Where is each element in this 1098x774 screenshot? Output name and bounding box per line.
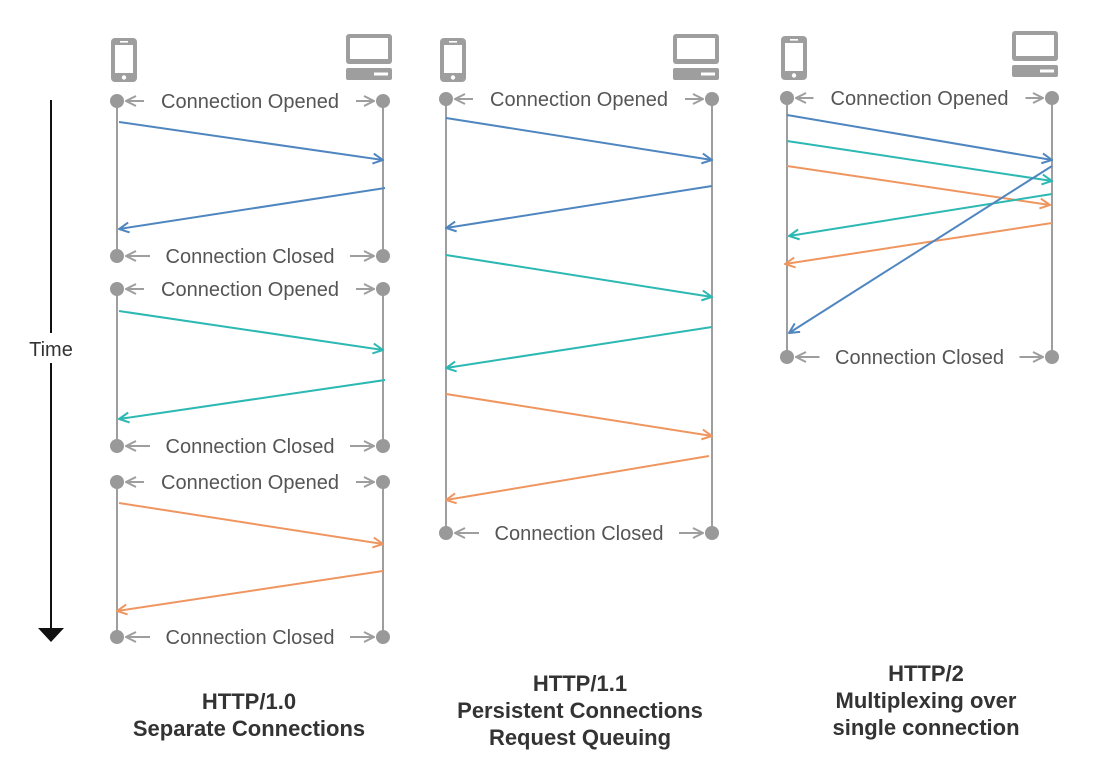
client-connection-dot	[110, 475, 124, 489]
blue-response-arrow	[789, 165, 1053, 333]
connection-opened-label: Connection Opened	[831, 88, 1009, 110]
connection-closed-label: Connection Closed	[495, 523, 664, 545]
server-connection-dot	[1045, 350, 1059, 364]
teal-response-arrow	[446, 326, 713, 368]
server-connection-dot	[376, 94, 390, 108]
caption-line: single connection	[832, 715, 1020, 740]
time-axis-label: Time	[29, 339, 73, 361]
server-connection-dot	[1045, 91, 1059, 105]
server-connection-dot	[376, 439, 390, 453]
caption-line: Request Queuing	[488, 725, 672, 750]
server-connection-dot	[376, 249, 390, 263]
caption-http11: HTTP/1.1 Persistent Connections Request …	[420, 670, 740, 751]
caption-line: HTTP/1.1	[532, 671, 628, 696]
caption-line: HTTP/2	[888, 661, 964, 686]
blue-response-arrow	[119, 187, 386, 229]
orange-request-arrow	[445, 393, 712, 436]
server-connection-dot	[376, 475, 390, 489]
client-connection-dot	[110, 439, 124, 453]
orange-request-arrow	[786, 165, 1050, 205]
client-connection-dot	[110, 282, 124, 296]
client-connection-dot	[439, 526, 453, 540]
connection-closed-label: Connection Closed	[166, 246, 335, 268]
caption-line: Persistent Connections	[457, 698, 703, 723]
caption-http2: HTTP/2 Multiplexing over single connecti…	[766, 660, 1086, 741]
teal-request-arrow	[445, 254, 712, 297]
time-axis-label-bg	[26, 333, 78, 363]
device-icons-layer	[111, 31, 1058, 82]
caption-line: Multiplexing over	[835, 688, 1017, 713]
phone-icon	[781, 36, 807, 80]
messages-layer	[117, 114, 1053, 611]
connection-opened-label: Connection Opened	[161, 472, 339, 494]
client-connection-dot	[780, 350, 794, 364]
orange-response-arrow	[117, 570, 384, 611]
connection-opened-label: Connection Opened	[490, 89, 668, 111]
caption-line: Separate Connections	[132, 716, 366, 741]
client-connection-dot	[780, 91, 794, 105]
client-connection-dot	[439, 92, 453, 106]
teal-response-arrow	[789, 193, 1053, 236]
connection-closed-label: Connection Closed	[835, 347, 1004, 369]
connection-closed-label: Connection Closed	[166, 627, 335, 649]
orange-request-arrow	[118, 502, 383, 544]
server-connection-dot	[376, 282, 390, 296]
blue-request-arrow	[118, 121, 383, 160]
client-connection-dot	[110, 630, 124, 644]
connection-opened-label: Connection Opened	[161, 279, 339, 301]
server-connection-dot	[376, 630, 390, 644]
caption-line: HTTP/1.0	[201, 689, 297, 714]
teal-request-arrow	[118, 310, 383, 350]
server-connection-dot	[705, 92, 719, 106]
server-connection-dot	[705, 526, 719, 540]
time-axis: Time	[26, 100, 78, 642]
client-connection-dot	[110, 249, 124, 263]
orange-response-arrow	[785, 222, 1053, 264]
desktop-icon	[673, 34, 719, 80]
desktop-icon	[346, 34, 392, 80]
time-axis-arrowhead	[38, 628, 64, 642]
orange-response-arrow	[446, 455, 710, 500]
blue-request-arrow	[445, 117, 712, 160]
blue-request-arrow	[786, 114, 1052, 160]
lifelines-layer	[116, 98, 1053, 637]
client-connection-dot	[110, 94, 124, 108]
caption-http10: HTTP/1.0 Separate Connections	[89, 688, 409, 742]
blue-response-arrow	[446, 185, 713, 228]
phone-icon	[111, 38, 137, 82]
desktop-icon	[1012, 31, 1058, 77]
teal-response-arrow	[119, 379, 386, 419]
connection-opened-label: Connection Opened	[161, 91, 339, 113]
phone-icon	[440, 38, 466, 82]
teal-request-arrow	[786, 140, 1052, 181]
connection-closed-label: Connection Closed	[166, 436, 335, 458]
